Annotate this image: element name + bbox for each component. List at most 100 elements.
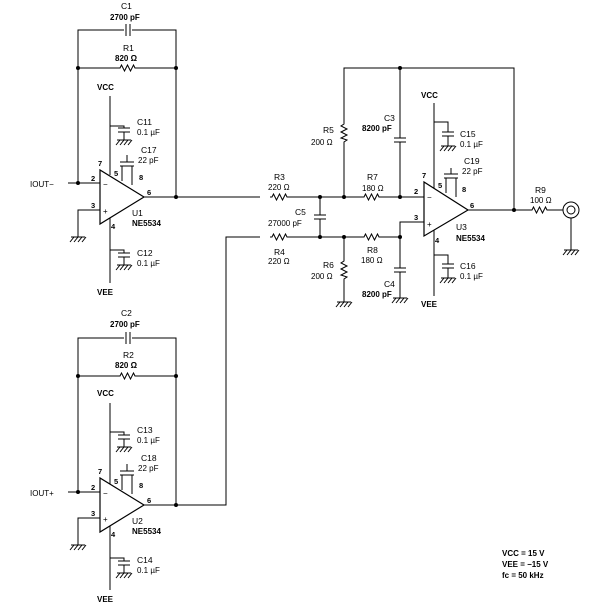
note-vcc: VCC = 15 V	[502, 549, 545, 558]
resistor-r2	[117, 372, 139, 380]
value-c11: 0.1 µF	[137, 128, 160, 137]
label-r2: R2	[123, 350, 134, 360]
note-vee: VEE = −15 V	[502, 560, 549, 569]
label-c17: C17	[141, 145, 157, 155]
value-c14: 0.1 µF	[137, 566, 160, 575]
label-c19: C19	[464, 156, 480, 166]
label-r9: R9	[535, 185, 546, 195]
label-iout-plus: IOUT+	[30, 489, 54, 498]
label-r6: R6	[323, 260, 334, 270]
label-c1: C1	[121, 1, 132, 11]
label-u3: U3	[456, 222, 467, 232]
label-vcc-u3: VCC	[421, 91, 438, 100]
label-r7: R7	[367, 172, 378, 182]
value-r7: 180 Ω	[362, 184, 384, 193]
svg-text:3: 3	[91, 509, 95, 518]
label-c16: C16	[460, 261, 476, 271]
label-r5: R5	[323, 125, 334, 135]
value-c18: 22 pF	[138, 464, 159, 473]
svg-text:7: 7	[422, 171, 426, 180]
svg-text:3: 3	[414, 213, 418, 222]
svg-text:5: 5	[114, 169, 118, 178]
label-r8: R8	[367, 245, 378, 255]
label-r1: R1	[123, 43, 134, 53]
svg-text:6: 6	[147, 188, 151, 197]
svg-text:8: 8	[462, 185, 466, 194]
label-u2: U2	[132, 516, 143, 526]
label-c13: C13	[137, 425, 153, 435]
value-c3: 8200 pF	[362, 124, 392, 133]
label-c4: C4	[384, 279, 395, 289]
value-c5: 27000 pF	[268, 219, 302, 228]
resistor-r4	[269, 233, 291, 241]
label-r4: R4	[274, 247, 285, 257]
svg-text:7: 7	[98, 159, 102, 168]
opamp-u1	[99, 168, 146, 226]
label-c18: C18	[141, 453, 157, 463]
svg-text:−: −	[427, 193, 432, 202]
value-c2: 2700 pF	[110, 320, 140, 329]
output-connector	[562, 201, 580, 219]
value-c13: 0.1 µF	[137, 436, 160, 445]
label-vee-u1: VEE	[97, 288, 114, 297]
resistor-r6	[340, 257, 348, 283]
labels: C1 2700 pF R1 820 Ω VCC C11 0.1 µF C17 2…	[30, 1, 552, 604]
svg-text:4: 4	[435, 236, 440, 245]
label-vee-u2: VEE	[97, 595, 114, 604]
note-fc: fc = 50 kHz	[502, 571, 544, 580]
capacitor-c4	[393, 267, 407, 273]
label-u1: U1	[132, 208, 143, 218]
label-iout-minus: IOUT−	[30, 180, 54, 189]
label-vee-u3: VEE	[421, 300, 438, 309]
svg-text:+: +	[103, 515, 108, 524]
label-c2: C2	[121, 308, 132, 318]
value-r3: 220 Ω	[268, 183, 290, 192]
svg-text:4: 4	[111, 530, 116, 539]
value-c1: 2700 pF	[110, 13, 140, 22]
svg-text:5: 5	[438, 181, 442, 190]
value-r6: 200 Ω	[311, 272, 333, 281]
stage-u2	[68, 236, 260, 590]
resistor-r5	[340, 120, 348, 146]
opamp-u3	[423, 180, 470, 238]
label-c14: C14	[137, 555, 153, 565]
svg-text:+: +	[103, 207, 108, 216]
part-u1: NE5534	[132, 219, 161, 228]
svg-text:+: +	[427, 220, 432, 229]
value-c16: 0.1 µF	[460, 272, 483, 281]
svg-text:3: 3	[91, 201, 95, 210]
svg-text:−: −	[103, 180, 108, 189]
svg-text:6: 6	[470, 201, 474, 210]
capacitor-c5	[313, 214, 327, 220]
label-c15: C15	[460, 129, 476, 139]
value-c19: 22 pF	[462, 167, 483, 176]
label-vcc-u2: VCC	[97, 389, 114, 398]
label-c11: C11	[137, 117, 152, 127]
svg-text:2: 2	[91, 483, 95, 492]
resistor-r8	[361, 233, 383, 241]
stage-u1	[68, 23, 260, 283]
value-r4: 220 Ω	[268, 257, 290, 266]
svg-text:7: 7	[98, 467, 102, 476]
value-c12: 0.1 µF	[137, 259, 160, 268]
value-r1: 820 Ω	[115, 54, 138, 63]
part-u2: NE5534	[132, 527, 161, 536]
label-vcc-u1: VCC	[97, 83, 114, 92]
svg-text:8: 8	[139, 173, 143, 182]
label-c12: C12	[137, 248, 153, 258]
capacitor-c1	[125, 23, 131, 37]
svg-text:8: 8	[139, 481, 143, 490]
label-c5: C5	[295, 207, 306, 217]
svg-text:−: −	[103, 489, 108, 498]
value-r9: 100 Ω	[530, 196, 552, 205]
svg-text:5: 5	[114, 477, 118, 486]
resistor-r1	[117, 64, 139, 72]
resistor-r9	[529, 206, 551, 214]
svg-text:2: 2	[414, 187, 418, 196]
capacitor-c3	[393, 137, 407, 143]
svg-text:6: 6	[147, 496, 151, 505]
value-c17: 22 pF	[138, 156, 159, 165]
label-c3: C3	[384, 113, 395, 123]
svg-text:4: 4	[111, 222, 116, 231]
